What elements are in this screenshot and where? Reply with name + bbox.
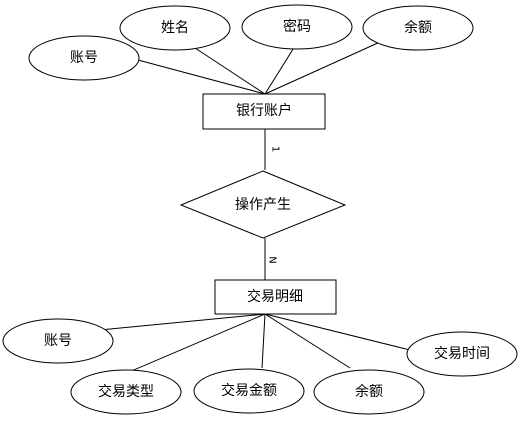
attr-detail-account-no: 账号 — [2, 318, 114, 364]
svg-text:余额: 余额 — [355, 383, 383, 400]
link-balance-top — [264, 41, 381, 95]
cardinality-n: N — [267, 256, 278, 263]
svg-text:交易类型: 交易类型 — [98, 383, 154, 400]
svg-text:账号: 账号 — [70, 50, 98, 66]
attr-balance-top: 余额 — [362, 5, 474, 51]
attr-detail-type: 交易类型 — [70, 369, 182, 415]
attr-detail-time: 交易时间 — [406, 331, 518, 377]
cardinality-one: 1 — [270, 146, 281, 152]
link-detail-amount — [261, 313, 266, 369]
link-name — [191, 45, 266, 95]
entity-bank-account: 银行账户 — [202, 93, 326, 130]
attr-account-no: 账号 — [28, 35, 140, 81]
svg-text:交易时间: 交易时间 — [434, 345, 490, 362]
detail-attribute-links — [99, 313, 411, 376]
link-detail-balance — [264, 313, 351, 369]
svg-text:姓名: 姓名 — [161, 20, 189, 36]
svg-text:余额: 余额 — [404, 19, 432, 36]
svg-text:操作产生: 操作产生 — [235, 197, 291, 213]
relationship-operate: 操作产生 — [179, 170, 347, 239]
link-password — [264, 45, 296, 95]
svg-text:交易明细: 交易明细 — [247, 288, 303, 305]
account-attribute-links — [137, 41, 381, 95]
attr-detail-amount: 交易金额 — [193, 368, 305, 414]
attr-detail-balance: 余额 — [313, 369, 425, 415]
link-detail-type — [121, 313, 266, 376]
link-detail-time — [264, 313, 411, 351]
attr-password: 密码 — [241, 4, 353, 50]
svg-text:账号: 账号 — [44, 333, 72, 349]
svg-text:交易金额: 交易金额 — [221, 382, 277, 399]
entity-transaction-detail: 交易明细 — [214, 279, 337, 315]
svg-text:密码: 密码 — [283, 18, 311, 35]
attr-name: 姓名 — [119, 5, 231, 51]
link-account-no — [137, 59, 266, 95]
svg-text:银行账户: 银行账户 — [236, 102, 292, 119]
link-detail-account-no — [99, 313, 266, 331]
